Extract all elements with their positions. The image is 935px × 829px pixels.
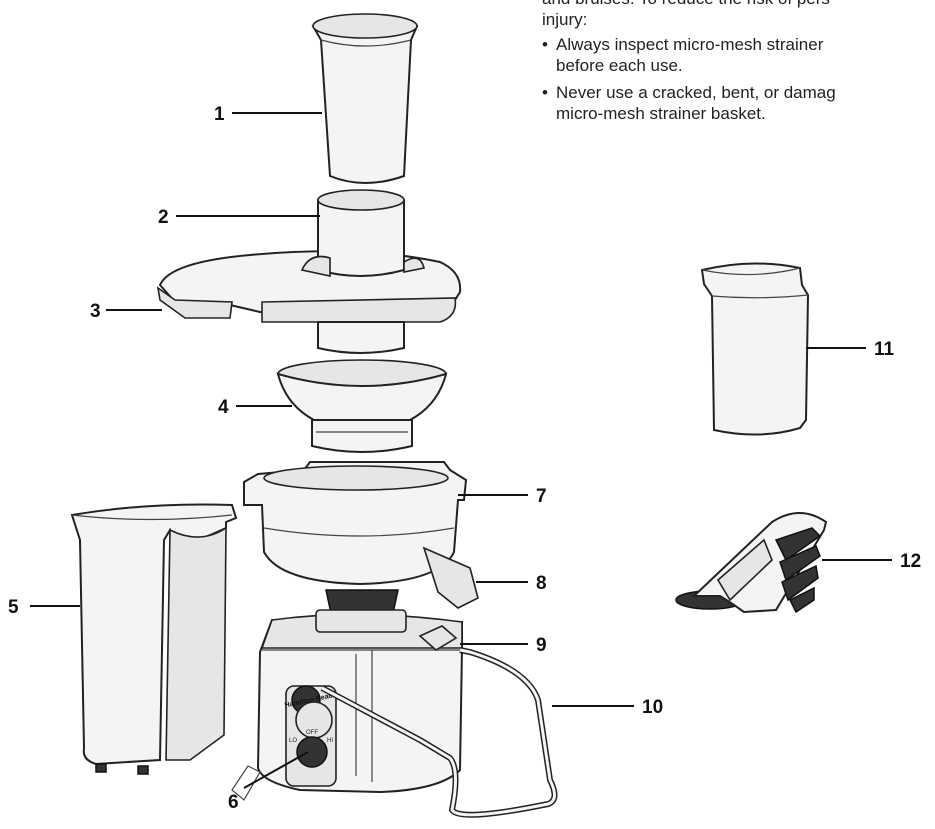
speed-dial	[296, 736, 328, 768]
label-2: 2	[158, 207, 320, 228]
warning-bullet-1-line2: before each use.	[556, 56, 683, 75]
label-6: 6	[228, 751, 309, 813]
label-1: 1	[214, 104, 322, 125]
label-12: 12	[822, 551, 921, 572]
warning-bullet-1: Always inspect micro-mesh strainer befor…	[542, 34, 935, 76]
label-4: 4	[218, 397, 292, 418]
juice-pitcher	[70, 503, 238, 775]
svg-text:8: 8	[536, 573, 547, 594]
pulp-container	[700, 262, 810, 436]
warning-lead-line2: injury:	[542, 10, 588, 29]
warning-lead-line1: and bruises. To reduce the risk of pers	[542, 0, 830, 8]
label-9: 9	[460, 635, 547, 656]
svg-text:9: 9	[536, 635, 547, 656]
svg-text:7: 7	[536, 486, 547, 507]
svg-text:1: 1	[214, 104, 225, 125]
warning-text: and bruises. To reduce the risk of pers …	[542, 0, 935, 130]
label-11: 11	[806, 339, 895, 360]
motor-base	[231, 589, 463, 801]
label-7: 7	[458, 486, 547, 507]
warning-bullet-2-line2: micro-mesh strainer basket.	[556, 104, 766, 123]
svg-text:4: 4	[218, 397, 229, 418]
svg-text:6: 6	[228, 792, 239, 813]
label-5: 5	[8, 597, 80, 618]
svg-text:11: 11	[874, 339, 895, 360]
warning-bullet-2-line1: Never use a cracked, bent, or damag	[556, 83, 836, 102]
svg-text:2: 2	[158, 207, 169, 228]
micro-mesh-strainer-basket	[276, 359, 448, 453]
warning-bullet-1-line1: Always inspect micro-mesh strainer	[556, 35, 824, 54]
svg-text:12: 12	[900, 551, 921, 572]
dial-lo-label: LO	[289, 738, 297, 744]
dial-off-label: OFF	[306, 730, 318, 736]
locking-arm	[320, 647, 558, 818]
food-pusher	[311, 13, 419, 184]
svg-text:3: 3	[90, 301, 101, 322]
filter-bowl	[243, 461, 479, 609]
warning-lead: and bruises. To reduce the risk of pers …	[542, 0, 935, 30]
label-3: 3	[90, 301, 162, 322]
cover-with-feed-chute	[156, 189, 462, 354]
svg-text:5: 5	[8, 597, 19, 618]
warning-bullet-2: Never use a cracked, bent, or damag micr…	[542, 82, 935, 124]
label-10: 10	[552, 697, 663, 718]
cleaning-brush	[675, 512, 828, 614]
label-8: 8	[476, 573, 547, 594]
dial-hi-label: HI	[327, 738, 333, 744]
control-panel: Hamilton Beach OFF LO HI	[284, 685, 337, 787]
warning-bullets: Always inspect micro-mesh strainer befor…	[542, 34, 935, 124]
svg-text:10: 10	[642, 697, 663, 718]
juice-spout	[422, 546, 479, 609]
